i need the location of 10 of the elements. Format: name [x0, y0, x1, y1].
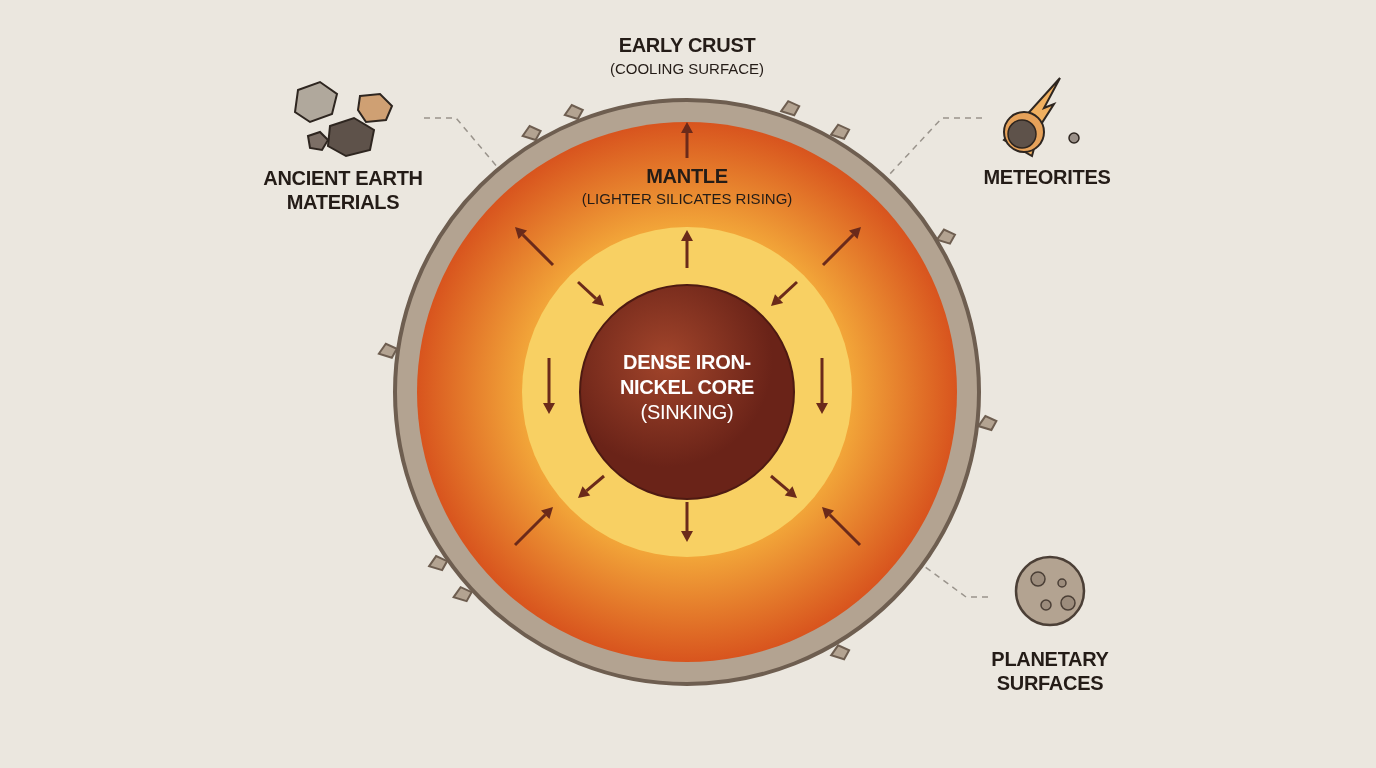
leader-line — [923, 565, 989, 598]
label: METEORITES — [982, 166, 1112, 189]
label: PLANETARY SURFACES — [990, 647, 1110, 695]
heading: EARLY CRUST — [617, 34, 757, 57]
core-label: DENSE IRON-NICKEL CORE — [618, 350, 756, 400]
core-label: (SINKING) — [639, 400, 735, 425]
label: ANCIENT EARTH MATERIALS — [262, 166, 424, 214]
subheading: (LIGHTER SILICATES RISING) — [580, 190, 794, 207]
subheading: (COOLING SURFACE) — [608, 60, 766, 77]
leader-line — [423, 117, 499, 168]
